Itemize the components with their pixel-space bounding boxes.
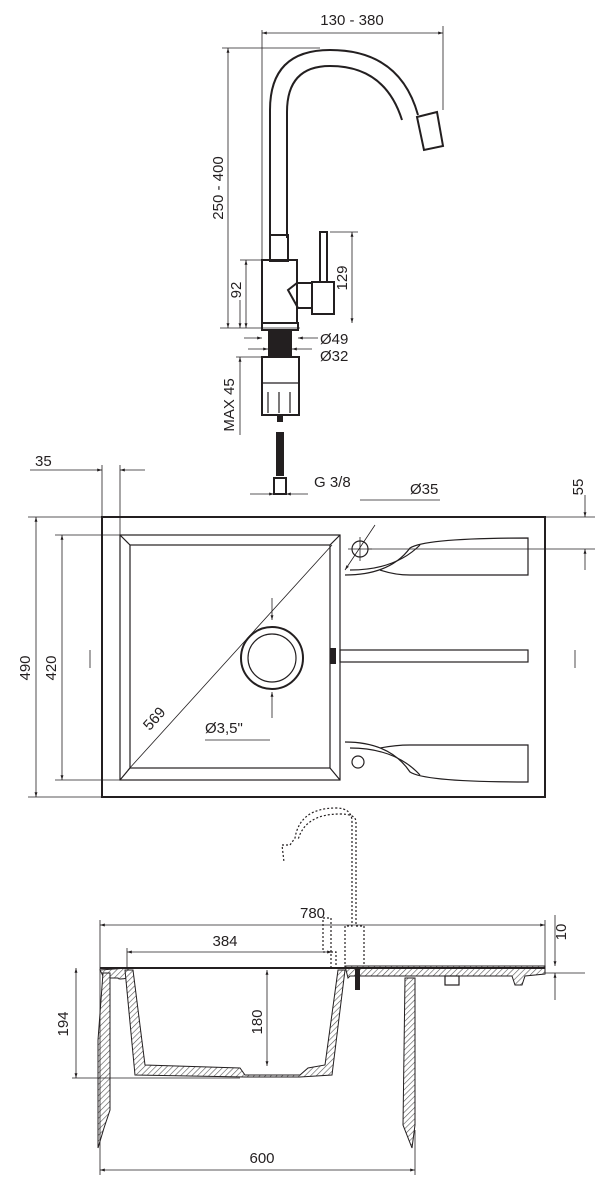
dim-height: 250 - 400: [210, 156, 227, 219]
faucet-outline-dashed: [281, 807, 365, 968]
spout-inner: [286, 64, 403, 238]
dim-max-thickness: MAX 45: [221, 378, 238, 431]
dim-bowl-length: 384: [212, 933, 237, 950]
drainer-center-rib: [339, 649, 529, 663]
dim-base-diameter: Ø49: [320, 331, 348, 348]
handle-rod: [319, 231, 328, 283]
dim-tap-hole: Ø35: [410, 481, 438, 498]
aerator: [415, 110, 445, 152]
bowl-section: [124, 969, 346, 1078]
dim-shank-diameter: Ø32: [320, 348, 348, 365]
dim-body-height: 92: [228, 282, 245, 299]
dim-bowl-width: 420: [43, 655, 60, 680]
drain: [240, 626, 304, 690]
dim-rim: 10: [553, 924, 570, 941]
dim-depth: 194: [55, 1011, 72, 1036]
faucet-body: [261, 259, 298, 324]
handle-lever: [311, 281, 335, 315]
dim-reach: 130 - 380: [320, 12, 383, 29]
spout-outer: [269, 48, 419, 238]
drainer-groove-bottom: [344, 741, 529, 783]
dim-connection: G 3/8: [314, 474, 351, 491]
dim-handle-height: 129: [334, 265, 351, 290]
supply-hose: [276, 432, 284, 476]
threaded-shank: [268, 330, 292, 357]
sink-top-view: 569 Ø3,5" 35 Ø35 55 490 420: [17, 453, 595, 798]
sink-outline: [101, 516, 546, 798]
dim-cabinet: 600: [249, 1150, 274, 1167]
dim-bowl-depth: 180: [249, 1009, 266, 1034]
dim-length: 780: [300, 905, 325, 922]
drainer-groove-top: [344, 537, 529, 576]
cabinet-wall-right: [402, 977, 416, 1149]
dim-edge-offset: 35: [35, 453, 52, 470]
dim-width: 490: [17, 655, 34, 680]
faucet-drawing: 130 - 380 250 - 400 92 129 Ø49 Ø32 MAX 4…: [210, 12, 445, 496]
dim-drain: Ø3,5": [205, 720, 243, 737]
dim-tap-offset: 55: [570, 479, 587, 496]
cabinet-wall-left: [97, 972, 111, 1149]
sink-side-view: 780 384 194 180 10 600: [55, 807, 585, 1175]
hose-nut: [273, 477, 287, 495]
